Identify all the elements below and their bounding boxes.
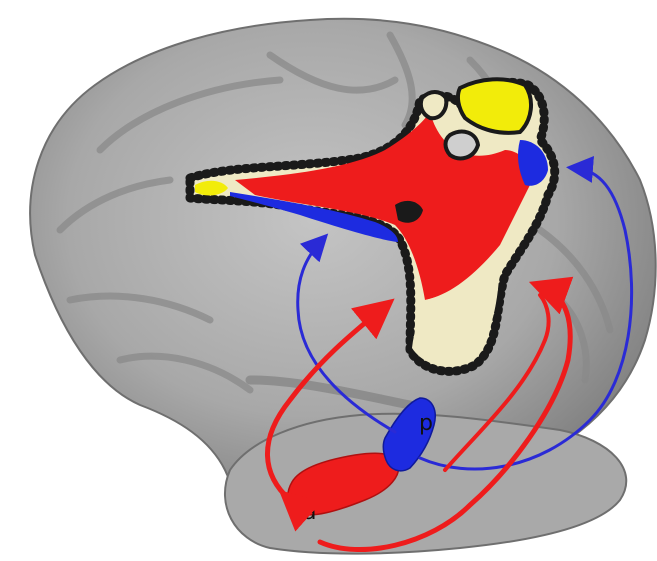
region-blue-streak — [230, 192, 398, 242]
region-dark-hole — [395, 200, 423, 223]
cortical-region — [185, 77, 560, 376]
arrow-blue-p-to-right — [418, 155, 634, 471]
connection-arrows — [265, 155, 634, 553]
region-hole-white — [443, 129, 481, 161]
arrow-red-a-to-region — [265, 298, 395, 532]
region-yellow-top — [455, 77, 533, 135]
region-cream — [412, 250, 500, 367]
region-yellow-left — [195, 180, 228, 196]
arrow-red-a-to-right — [317, 276, 574, 553]
region-yellow-small — [418, 90, 449, 121]
region-blue-right — [517, 140, 548, 186]
label-p: p — [419, 411, 433, 436]
arrow-red-inner — [443, 293, 551, 472]
label-a: a — [303, 500, 316, 525]
